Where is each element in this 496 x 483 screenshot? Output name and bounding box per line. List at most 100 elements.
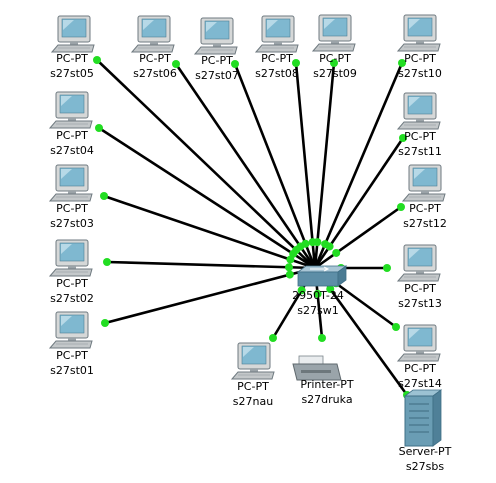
device-s27st04[interactable]: PC-PT s27st04 — [48, 91, 94, 157]
device-name-label: s27st14 — [398, 377, 442, 390]
device-type-label: Server-PT — [399, 445, 452, 458]
port-light-s27sbs — [326, 285, 335, 294]
device-type-label: PC-PT — [404, 282, 436, 295]
pc-icon — [396, 14, 441, 52]
port-light-s27nau — [297, 286, 306, 295]
device-name-label: s27st05 — [50, 67, 94, 80]
links-layer — [93, 56, 411, 399]
device-name-label: s27st07 — [195, 69, 239, 82]
device-name-label: s27st08 — [255, 67, 299, 80]
device-s27st14[interactable]: PC-PT s27st14 — [396, 324, 442, 390]
device-name-label: s27nau — [233, 395, 273, 408]
device-s27st12[interactable]: PC-PT s27st12 — [401, 164, 447, 230]
device-s27st03[interactable]: PC-PT s27st03 — [48, 164, 94, 230]
device-type-label: 2950T-24 — [292, 289, 344, 302]
device-type-label: PC-PT — [404, 52, 436, 65]
link-light-s27st12 — [397, 203, 405, 211]
pc-icon — [254, 15, 299, 53]
link-light-s27druka — [318, 334, 326, 342]
device-type-label: PC-PT — [237, 380, 269, 393]
link-light-s27st05 — [93, 56, 101, 64]
link-light-s27st11 — [399, 134, 407, 142]
link-s27st09[interactable] — [313, 62, 336, 269]
link-s27st04[interactable] — [98, 126, 316, 270]
device-name-label: s27st04 — [50, 144, 94, 157]
link-light-s27st04 — [95, 124, 103, 132]
pc-icon — [193, 17, 238, 55]
device-type-label: PC-PT — [56, 52, 88, 65]
link-light-s27st13 — [383, 264, 391, 272]
pc-icon — [311, 14, 356, 52]
link-light-s27nau — [269, 334, 277, 342]
link-s27st06[interactable] — [174, 63, 317, 269]
device-s27st06[interactable]: PC-PT s27st06 — [130, 15, 177, 80]
device-type-label: PC-PT — [56, 277, 88, 290]
pc-icon — [50, 15, 95, 53]
link-s27st08[interactable] — [294, 62, 317, 269]
device-type-label: PC-PT — [56, 349, 88, 362]
switch-icon — [296, 265, 348, 287]
device-type-label: PC-PT — [319, 52, 351, 65]
link-s27st01[interactable] — [104, 266, 316, 325]
port-light-s27st09 — [313, 238, 322, 247]
device-type-label: Printer-PT — [300, 378, 353, 391]
device-type-label: PC-PT — [404, 362, 436, 375]
link-light-s27st10 — [398, 59, 406, 67]
device-name-label: s27st12 — [403, 217, 447, 230]
pc-icon — [396, 244, 441, 282]
device-name-label: s27st10 — [398, 67, 442, 80]
device-type-label: PC-PT — [56, 129, 88, 142]
pc-icon — [48, 164, 93, 202]
printer-icon — [292, 355, 342, 381]
device-s27st10[interactable]: PC-PT s27st10 — [396, 14, 442, 80]
link-light-s27st02 — [103, 258, 111, 266]
device-s27st08[interactable]: PC-PT s27st08 — [254, 15, 299, 80]
device-s27druka[interactable]: Printer-PT s27druka — [292, 355, 354, 406]
link-s27st07[interactable] — [233, 63, 317, 269]
device-name-label: s27st09 — [313, 67, 357, 80]
device-s27st05[interactable]: PC-PT s27st05 — [50, 15, 95, 80]
device-type-label: PC-PT — [139, 52, 171, 65]
port-light-s27druka — [313, 289, 322, 298]
link-light-s27st09 — [330, 59, 338, 67]
pc-icon — [48, 91, 93, 129]
port-light-s27st03 — [286, 255, 295, 264]
port-light-s27st11 — [325, 242, 334, 251]
port-light-s27st02 — [285, 263, 294, 272]
server-icon — [403, 389, 443, 447]
device-type-label: PC-PT — [56, 202, 88, 215]
pc-icon — [396, 92, 441, 130]
link-light-s27st06 — [172, 60, 180, 68]
link-light-s27st01 — [101, 319, 109, 327]
pc-icon — [230, 342, 275, 380]
pc-icon — [401, 164, 446, 202]
link-s27st03[interactable] — [103, 194, 316, 270]
device-name-label: s27st13 — [398, 297, 442, 310]
device-s27st02[interactable]: PC-PT s27st02 — [48, 239, 94, 305]
device-name-label: s27druka — [301, 393, 352, 406]
device-type-label: PC-PT — [261, 52, 293, 65]
device-s27nau[interactable]: PC-PT s27nau — [230, 342, 275, 408]
link-light-s27st08 — [292, 59, 300, 67]
device-name-label: s27st03 — [50, 217, 94, 230]
link-s27st10[interactable] — [313, 62, 404, 269]
link-light-s27st07 — [231, 60, 239, 68]
device-s27st13[interactable]: PC-PT s27st13 — [396, 244, 442, 310]
link-s27st02[interactable] — [106, 260, 316, 270]
pc-icon — [130, 15, 175, 53]
link-s27st12[interactable] — [314, 205, 402, 270]
device-s27st09[interactable]: PC-PT s27st09 — [311, 14, 357, 80]
link-light-s27st14 — [392, 323, 400, 331]
port-light-s27st07 — [301, 239, 310, 248]
device-name-label: s27st06 — [133, 67, 177, 80]
device-type-label: PC-PT — [409, 202, 441, 215]
device-name-label: s27st02 — [50, 292, 94, 305]
link-s27st05[interactable] — [96, 59, 316, 269]
